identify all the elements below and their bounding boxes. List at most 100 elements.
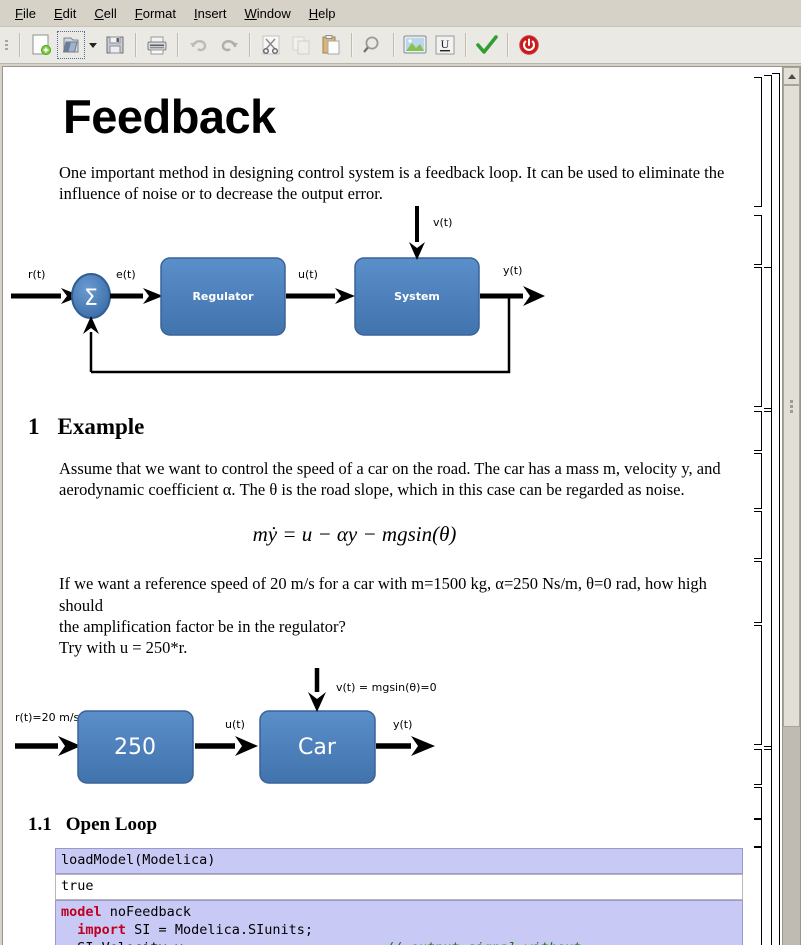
- section-1-heading: 1 Example: [28, 414, 746, 440]
- menu-format[interactable]: Format: [134, 5, 176, 21]
- code-cell-nofeedback[interactable]: model noFeedback import SI = Modelica.SI…: [55, 899, 743, 945]
- redo-button: [214, 30, 244, 60]
- summation-symbol: Σ: [84, 286, 98, 311]
- new-button[interactable]: [26, 30, 56, 60]
- save-icon: [106, 36, 124, 54]
- gain-block: [77, 710, 194, 784]
- cell-bracket-section-1-paragraph[interactable]: [754, 453, 762, 509]
- stop-power-icon: [519, 35, 539, 55]
- equation-car-dynamics: mẏ = u − αy − mgsin(θ): [252, 522, 457, 547]
- toolbar-separator: [507, 33, 509, 57]
- cell-bracket-cell-output-1[interactable]: [754, 819, 762, 847]
- arrow-r2: [15, 735, 81, 756]
- cell-bracket-gutter: [746, 67, 782, 945]
- cell-bracket-diagram-2[interactable]: [754, 625, 762, 745]
- menu-window[interactable]: Window: [244, 5, 291, 21]
- arrow-v: [409, 206, 425, 261]
- open-button[interactable]: [56, 30, 86, 60]
- menu-bar: File Edit Cell Format Insert Window Help: [0, 0, 801, 27]
- cell-bracket-diagram-1[interactable]: [754, 267, 762, 407]
- new-icon: [32, 34, 51, 55]
- cell-bracket-title[interactable]: [754, 77, 762, 207]
- paragraph-2-line-3: Try with u = 250*r.: [59, 637, 188, 657]
- scrollbar-thumb[interactable]: [783, 85, 800, 727]
- code-cell-loadmodel[interactable]: loadModel(Modelica): [55, 847, 743, 874]
- paragraph-2-line-2: the amplification factor be in the regul…: [59, 616, 346, 636]
- label-u: u(t): [298, 268, 318, 281]
- cell-bracket-group-section-1-1[interactable]: [764, 749, 772, 945]
- arrow-u2: [195, 735, 258, 756]
- save-button[interactable]: [100, 30, 130, 60]
- cell-bracket-cell-input-1[interactable]: [754, 787, 762, 819]
- open-loop-car-block-diagram: r(t)=20 m/s 250 u(t): [3, 666, 746, 796]
- menu-cell[interactable]: Cell: [94, 5, 117, 21]
- evaluate-check-icon: [476, 35, 498, 54]
- label-r2: r(t)=20 m/s: [15, 711, 80, 724]
- cell-bracket-group-diagram[interactable]: [764, 267, 772, 409]
- toolbar-drag-handle[interactable]: [2, 32, 11, 58]
- scrollbar-track[interactable]: [783, 727, 800, 945]
- arrow-v2: [308, 667, 326, 712]
- toolbar-separator: [19, 33, 21, 57]
- cell-bracket-cell-input-2[interactable]: [754, 847, 762, 945]
- paste-button[interactable]: [316, 30, 346, 60]
- label-r: r(t): [28, 268, 45, 281]
- insert-image-button[interactable]: [400, 30, 430, 60]
- paste-icon: [322, 35, 340, 55]
- cell-bracket-equation[interactable]: [754, 511, 762, 559]
- label-y: y(t): [503, 264, 522, 277]
- toolbar-separator: [177, 33, 179, 57]
- notebook-page[interactable]: Feedback One important method in designi…: [3, 67, 746, 945]
- section-1-number: 1: [28, 414, 40, 440]
- svg-text:U: U: [441, 37, 450, 51]
- document-area: Feedback One important method in designi…: [0, 64, 801, 945]
- section-1-paragraph-2: If we want a reference speed of 20 m/s f…: [59, 573, 729, 657]
- menu-help[interactable]: Help: [308, 5, 336, 21]
- cell-bracket-section-1-heading[interactable]: [754, 411, 762, 451]
- cell-bracket-group-section-1[interactable]: [764, 411, 772, 747]
- section-1-1-title: Open Loop: [65, 813, 158, 835]
- open-icon: [62, 37, 79, 53]
- regulator-block: [160, 257, 286, 336]
- cell-bracket-notebook[interactable]: [772, 73, 780, 945]
- section-1-1-number: 1.1: [28, 813, 52, 835]
- undo-icon: [190, 40, 207, 52]
- regulator-block-label: Regulator: [192, 290, 254, 303]
- search-button[interactable]: [358, 30, 388, 60]
- arrow-e: [110, 288, 163, 305]
- print-button[interactable]: [142, 30, 172, 60]
- notebook-frame: Feedback One important method in designi…: [2, 66, 801, 945]
- cell-bracket-intro[interactable]: [754, 215, 762, 265]
- cut-button[interactable]: [256, 30, 286, 60]
- section-1-paragraph: Assume that we want to control the speed…: [59, 459, 721, 500]
- open-dropdown-arrow-icon[interactable]: [86, 30, 100, 60]
- gain-block-label: 250: [114, 735, 156, 760]
- toolbar-separator: [465, 33, 467, 57]
- cell-bracket-paragraph-2[interactable]: [754, 561, 762, 623]
- label-e: e(t): [116, 268, 136, 281]
- toolbar-separator: [249, 33, 251, 57]
- interrupt-button[interactable]: [514, 30, 544, 60]
- car-block: [259, 710, 376, 784]
- vertical-scrollbar[interactable]: [782, 67, 800, 945]
- redo-icon: [221, 40, 238, 52]
- undo-button: [184, 30, 214, 60]
- evaluate-button[interactable]: [472, 30, 502, 60]
- cell-bracket-section-1-1-heading[interactable]: [754, 749, 762, 785]
- underline-button[interactable]: U: [430, 30, 460, 60]
- arrow-r: [11, 288, 81, 305]
- menu-edit[interactable]: Edit: [53, 5, 77, 21]
- search-icon: [363, 36, 379, 53]
- label-v2: v(t) = mgsin(θ)=0: [336, 681, 437, 694]
- output-cell-true[interactable]: true: [55, 873, 743, 900]
- paragraph-2-line-1: If we want a reference speed of 20 m/s f…: [59, 574, 707, 615]
- arrow-y2: [376, 735, 435, 756]
- toolbar-separator: [351, 33, 353, 57]
- toolbar-separator: [393, 33, 395, 57]
- toolbar-separator: [135, 33, 137, 57]
- menu-file[interactable]: File: [15, 5, 36, 21]
- menu-insert[interactable]: Insert: [193, 5, 227, 21]
- label-v: v(t): [433, 216, 452, 229]
- scroll-up-button[interactable]: [783, 67, 800, 85]
